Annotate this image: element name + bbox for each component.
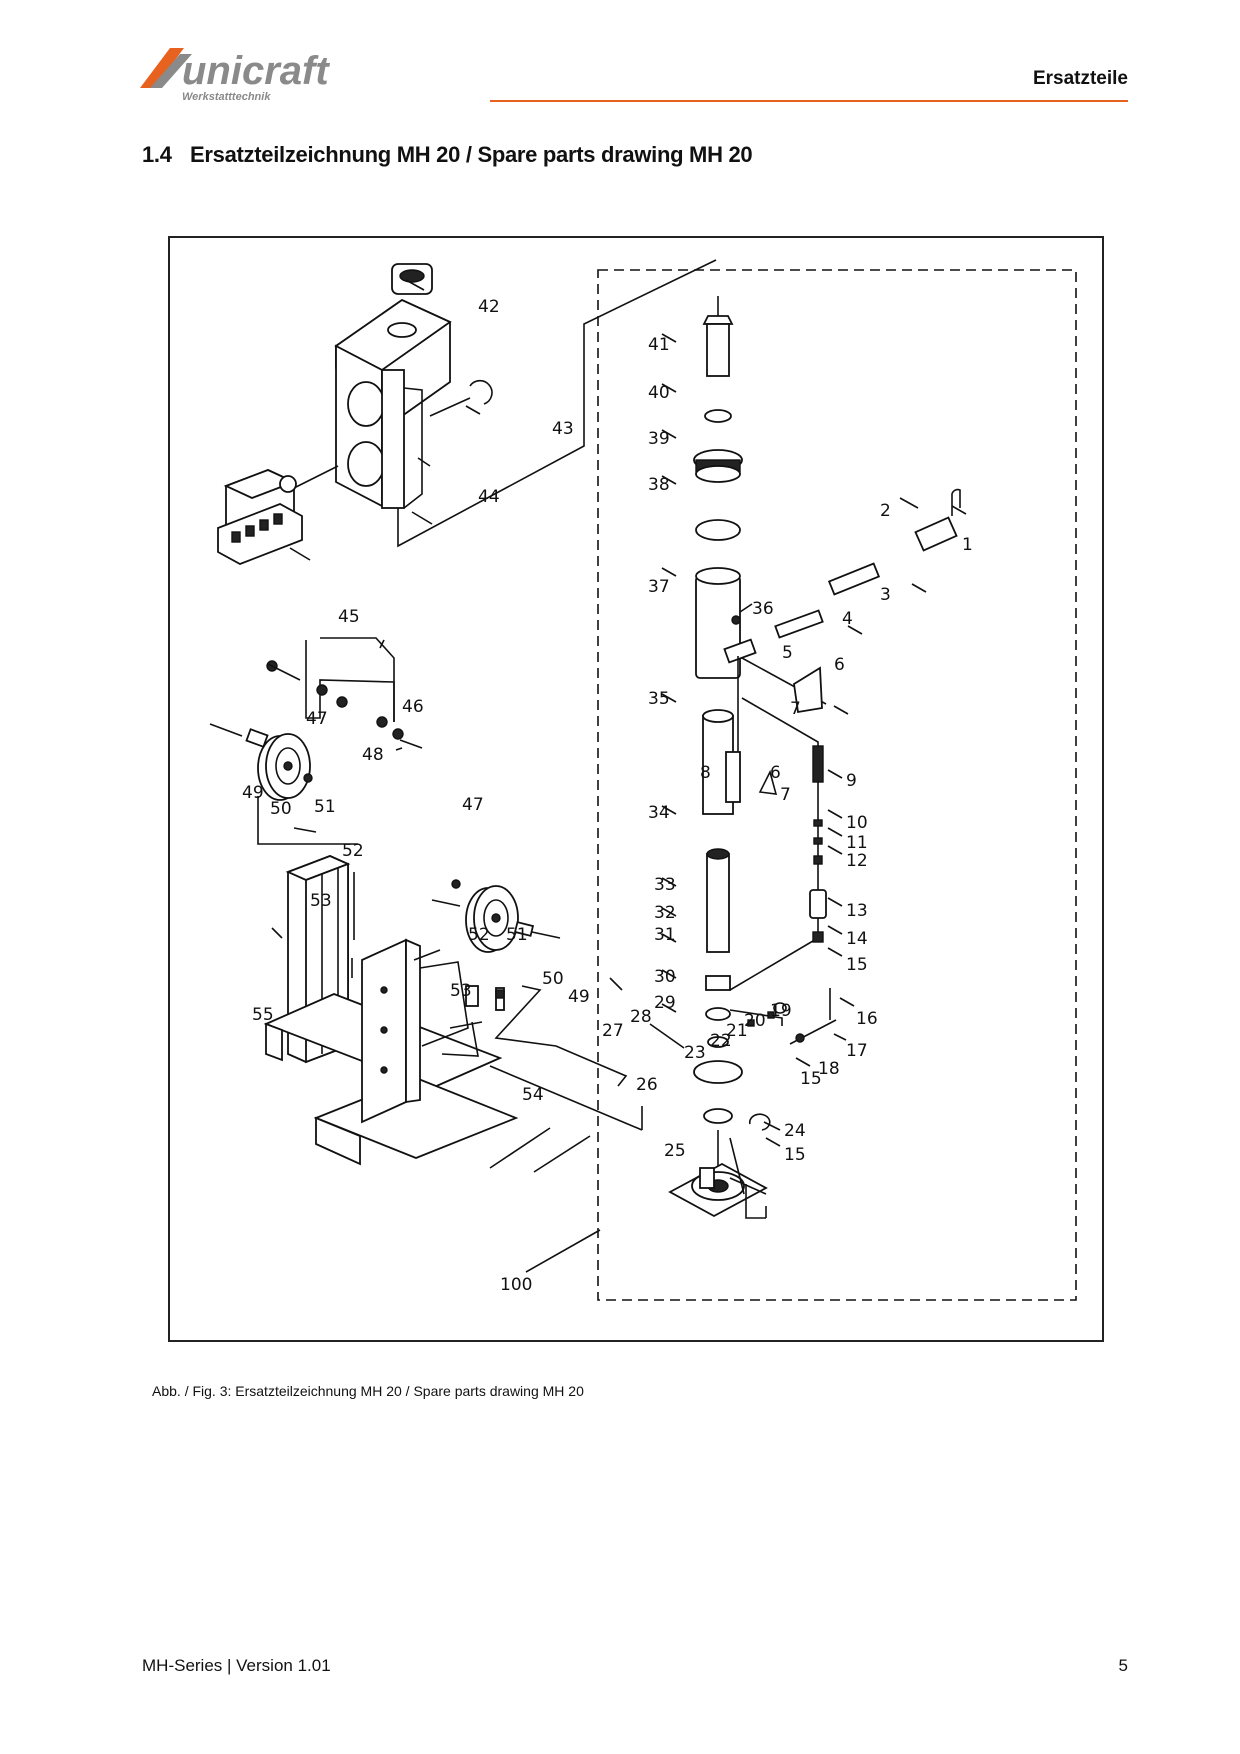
callout-1: 1 <box>962 535 973 555</box>
callout-37: 37 <box>648 577 670 597</box>
callout-7b: 7 <box>780 785 791 805</box>
callout-6b: 6 <box>770 763 781 783</box>
spare-parts-drawing: 1 2 3 4 5 6 7 8 6 7 9 10 11 12 13 14 15 … <box>168 236 1104 1342</box>
callout-16: 16 <box>856 1009 878 1029</box>
callout-leaders <box>271 279 967 1169</box>
page-title: 1.4 Ersatzteilzeichnung MH 20 / Spare par… <box>142 142 753 168</box>
callout-7: 7 <box>790 699 801 719</box>
callout-18: 18 <box>818 1059 840 1079</box>
callout-55: 55 <box>252 1005 274 1025</box>
section-title: Ersatzteilzeichnung MH 20 / Spare parts … <box>190 142 753 167</box>
callout-27: 27 <box>602 1021 624 1041</box>
callout-49b: 49 <box>568 987 590 1007</box>
unicraft-logo: unicraft Werkstatttechnik <box>140 48 330 103</box>
callout-26: 26 <box>636 1075 658 1095</box>
callout-48: 48 <box>362 745 384 765</box>
callout-11: 11 <box>846 833 868 853</box>
hydraulic-unit-parts <box>217 259 717 565</box>
callout-6: 6 <box>834 655 845 675</box>
figure-caption: Abb. / Fig. 3: Ersatzteilzeichnung MH 20… <box>152 1383 584 1399</box>
callout-53: 53 <box>310 891 332 911</box>
callout-34: 34 <box>648 803 670 823</box>
callout-51: 51 <box>314 797 336 817</box>
callout-100: 100 <box>500 1275 532 1295</box>
callout-40: 40 <box>648 383 670 403</box>
callout-42: 42 <box>478 297 500 317</box>
callout-31: 31 <box>654 925 676 945</box>
callout-25: 25 <box>664 1141 686 1161</box>
callout-13: 13 <box>846 901 868 921</box>
callout-39: 39 <box>648 429 670 449</box>
callout-19: 19 <box>770 1001 792 1021</box>
callout-4: 4 <box>842 609 853 629</box>
callout-32: 32 <box>654 903 676 923</box>
callout-12: 12 <box>846 851 868 871</box>
callout-36: 36 <box>752 599 774 619</box>
callout-3: 3 <box>880 585 891 605</box>
callout-30: 30 <box>654 967 676 987</box>
callout-2: 2 <box>880 501 891 521</box>
callout-9: 9 <box>846 771 857 791</box>
callout-46: 46 <box>402 697 424 717</box>
callout-52: 52 <box>342 841 364 861</box>
callout-51b: 51 <box>506 925 528 945</box>
header-divider <box>490 100 1128 102</box>
callout-29: 29 <box>654 993 676 1013</box>
callout-49: 49 <box>242 783 264 803</box>
callout-24: 24 <box>784 1121 806 1141</box>
callout-33: 33 <box>654 875 676 895</box>
footer-version: MH-Series | Version 1.01 <box>142 1656 331 1675</box>
callout-50b: 50 <box>542 969 564 989</box>
callout-54: 54 <box>522 1085 544 1105</box>
exploded-parts-diagram-icon: 1 2 3 4 5 6 7 8 6 7 9 10 11 12 13 14 15 … <box>209 259 1077 1301</box>
callout-45: 45 <box>338 607 360 627</box>
header-section-label: Ersatzteile <box>1032 68 1128 89</box>
callout-50: 50 <box>270 799 292 819</box>
page-number: 5 <box>1118 1656 1128 1675</box>
frame-and-wheel-parts <box>209 637 643 1173</box>
callout-43: 43 <box>552 419 574 439</box>
callout-38: 38 <box>648 475 670 495</box>
callout-14: 14 <box>846 929 868 949</box>
callout-21: 21 <box>726 1021 748 1041</box>
callout-20: 20 <box>744 1011 766 1031</box>
callout-15b: 15 <box>800 1069 822 1089</box>
callout-labels: 1 2 3 4 5 6 7 8 6 7 9 10 11 12 13 14 15 … <box>242 297 973 1295</box>
callout-15c: 15 <box>784 1145 806 1165</box>
callout-52b: 52 <box>468 925 490 945</box>
callout-41: 41 <box>648 335 670 355</box>
pump-column-parts <box>668 296 768 1218</box>
callout-10: 10 <box>846 813 868 833</box>
brand-wordmark: unicraft <box>182 49 330 93</box>
callout-47b: 47 <box>462 795 484 815</box>
callout-53b: 53 <box>450 981 472 1001</box>
section-number: 1.4 <box>142 142 172 167</box>
brand-subtitle: Werkstatttechnik <box>182 91 271 103</box>
callout-47: 47 <box>306 709 328 729</box>
callout-15: 15 <box>846 955 868 975</box>
callout-23: 23 <box>684 1043 706 1063</box>
callout-35: 35 <box>648 689 670 709</box>
callout-8: 8 <box>700 763 711 783</box>
callout-44: 44 <box>478 487 500 507</box>
callout-17: 17 <box>846 1041 868 1061</box>
handle-and-valve-parts <box>723 488 961 1219</box>
callout-28: 28 <box>630 1007 652 1027</box>
callout-22: 22 <box>710 1031 732 1051</box>
callout-5: 5 <box>782 643 793 663</box>
